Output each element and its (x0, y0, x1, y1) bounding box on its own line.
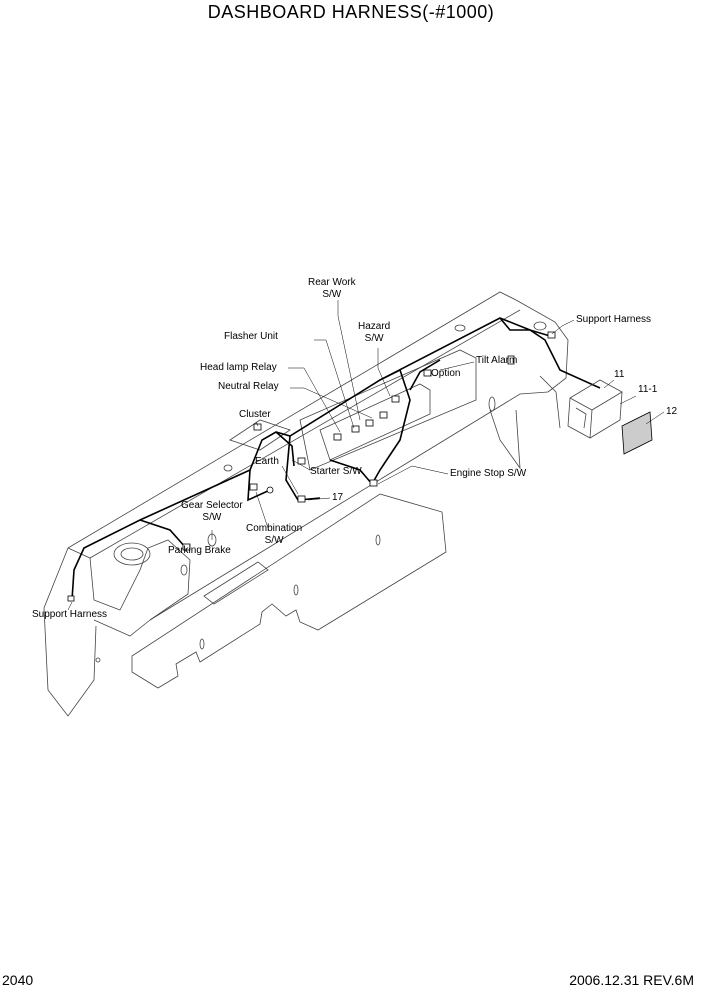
label-support-harness-bottom: Support Harness (32, 609, 108, 620)
page-number: 2040 (2, 972, 34, 988)
label-part-11: 11 (614, 369, 625, 380)
label-option: Option (431, 368, 461, 379)
label-neutral-relay: Neutral Relay (218, 381, 279, 392)
label-gear-selector-sw: Gear Selector S/W (181, 500, 243, 523)
connectors (67, 331, 556, 602)
diagram-title: DASHBOARD HARNESS(-#1000) (207, 2, 495, 22)
label-part-12: 12 (666, 406, 678, 417)
part-11-module (567, 379, 623, 439)
dashboard-body (43, 291, 569, 717)
label-starter-sw: Starter S/W (310, 466, 362, 477)
label-hazard-sw: Hazard S/W (358, 321, 391, 344)
label-cluster: Cluster (239, 409, 271, 420)
label-tilt-alarm: Tilt Alarm (476, 355, 518, 366)
label-combination-sw: Combination S/W (246, 523, 303, 546)
label-rear-work-sw: Rear Work S/W (308, 277, 356, 300)
label-part-17: 17 (332, 492, 344, 503)
label-earth: Earth (255, 456, 279, 467)
label-support-harness-top: Support Harness (576, 314, 652, 325)
part-12-filter-panel (621, 411, 653, 455)
label-head-lamp-relay: Head lamp Relay (200, 362, 277, 373)
label-flasher-unit: Flasher Unit (224, 331, 278, 342)
label-part-11-1: 11-1 (638, 384, 658, 395)
label-parking-brake: Parking Brake (168, 545, 231, 556)
leader-lines (67, 300, 665, 611)
revision-date: 2006.12.31 REV.6M (569, 972, 694, 988)
label-engine-stop-sw: Engine Stop S/W (450, 468, 527, 479)
main-harness-wire (71, 317, 601, 601)
